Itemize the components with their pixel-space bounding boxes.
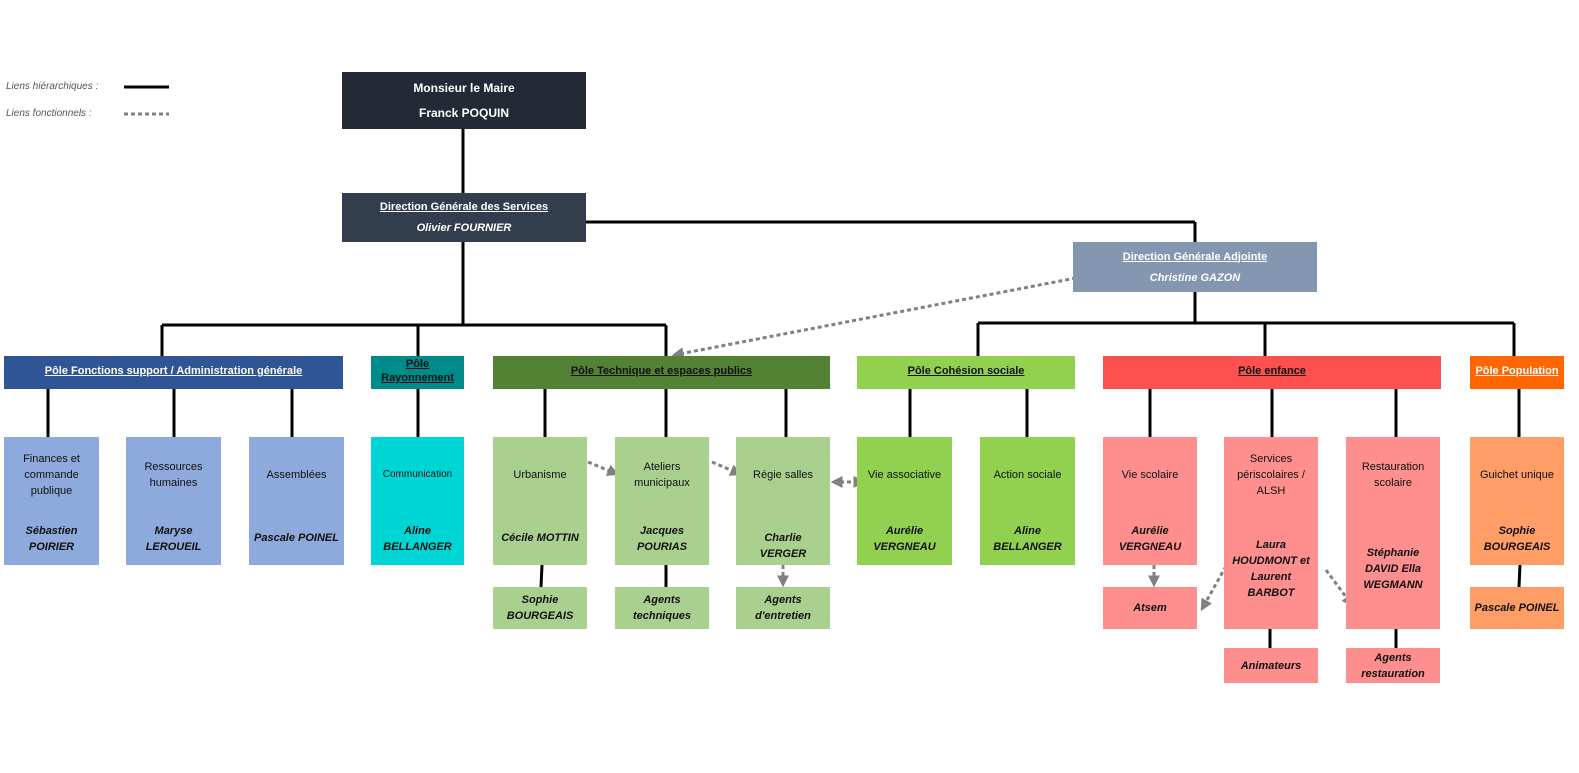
sub-urbanisme: Sophie BOURGEAIS bbox=[493, 587, 587, 629]
pole-support-header: Pôle Fonctions support / Administration … bbox=[4, 356, 343, 389]
dgs-name: Olivier FOURNIER bbox=[416, 221, 512, 234]
unit-ateliers-title: Ateliers municipaux bbox=[634, 461, 690, 489]
pole-population-title: Pôle Population bbox=[1475, 365, 1559, 377]
unit-communication: Communication Aline BELLANGER bbox=[371, 437, 464, 565]
sub-ateliers: Agents techniques bbox=[615, 587, 709, 629]
sub-vie-scolaire: Atsem bbox=[1103, 587, 1197, 629]
dgs-title: Direction Générale des Services bbox=[379, 201, 549, 214]
mayor-title: Monsieur le Maire bbox=[413, 81, 515, 96]
unit-finances-title: Finances et commande publique bbox=[23, 453, 80, 497]
unit-finances-name: Sébastien POIRIER bbox=[25, 525, 78, 553]
dgs-box: Direction Générale des Services Olivier … bbox=[342, 193, 586, 242]
unit-urbanisme-title: Urbanisme bbox=[513, 469, 567, 481]
pole-population-header: Pôle Population bbox=[1470, 356, 1564, 389]
unit-action-sociale-title: Action sociale bbox=[993, 469, 1062, 481]
unit-urbanisme-name: Cécile MOTTIN bbox=[501, 532, 579, 544]
pole-cohesion-header: Pôle Cohésion sociale bbox=[857, 356, 1075, 389]
sub-urbanisme-label: Sophie BOURGEAIS bbox=[506, 594, 574, 622]
unit-ateliers-name: Jacques POURIAS bbox=[636, 525, 688, 553]
unit-assemblees: Assemblées Pascale POINEL bbox=[249, 437, 344, 565]
sub-vie-scolaire-label: Atsem bbox=[1133, 602, 1167, 614]
unit-communication-title: Communication bbox=[382, 469, 453, 480]
unit-action-sociale-name: Aline BELLANGER bbox=[993, 525, 1062, 553]
dga-title: Direction Générale Adjointe bbox=[1122, 250, 1268, 263]
mayor-name: Franck POQUIN bbox=[418, 105, 510, 120]
pole-enfance-header: Pôle enfance bbox=[1103, 356, 1441, 389]
legend-functional-label: Liens fonctionnels : bbox=[6, 108, 92, 119]
sub-periscolaires-label: Animateurs bbox=[1240, 659, 1302, 672]
unit-rh-name: Maryse LEROUEIL bbox=[145, 525, 202, 553]
sub-guichet-label: Pascale POINEL bbox=[1474, 602, 1560, 614]
unit-guichet-name: Sophie BOURGEAIS bbox=[1483, 525, 1551, 553]
unit-vie-scolaire-name: Aurélie VERGNEAU bbox=[1118, 525, 1182, 553]
unit-restauration: Restauration scolaire Stéphanie DAVID El… bbox=[1346, 437, 1440, 629]
unit-vie-scolaire-title: Vie scolaire bbox=[1121, 469, 1179, 481]
pole-cohesion-title: Pôle Cohésion sociale bbox=[907, 365, 1025, 377]
unit-vie-scolaire: Vie scolaire Aurélie VERGNEAU bbox=[1103, 437, 1197, 565]
unit-ressources-humaines: Ressources humaines Maryse LEROUEIL bbox=[126, 437, 221, 565]
sub-ateliers-label: Agents techniques bbox=[632, 594, 692, 622]
pole-support-title: Pôle Fonctions support / Administration … bbox=[44, 365, 303, 377]
unit-periscolaires: Services périscolaires / ALSH Laura HOUD… bbox=[1224, 437, 1318, 629]
sub-guichet: Pascale POINEL bbox=[1470, 587, 1564, 629]
sub-restauration: Agents restauration bbox=[1346, 648, 1440, 683]
unit-restauration-title: Restauration scolaire bbox=[1361, 461, 1425, 489]
sub-regie: Agents d'entretien bbox=[736, 587, 830, 629]
unit-regie-name: Charlie VERGER bbox=[759, 532, 807, 560]
legend-hierarchical-label: Liens hiérarchiques : bbox=[6, 81, 99, 92]
unit-regie-salles: Régie salles Charlie VERGER bbox=[736, 437, 830, 565]
unit-urbanisme: Urbanisme Cécile MOTTIN bbox=[493, 437, 587, 565]
pole-rayonnement-title: Pôle Rayonnement bbox=[381, 358, 454, 384]
unit-guichet-title: Guichet unique bbox=[1480, 469, 1554, 481]
unit-regie-title: Régie salles bbox=[753, 469, 813, 481]
unit-assemblees-name: Pascale POINEL bbox=[254, 532, 339, 544]
unit-periscolaires-name: Laura HOUDMONT et Laurent BARBOT bbox=[1232, 539, 1310, 599]
dga-box: Direction Générale Adjointe Christine GA… bbox=[1073, 242, 1317, 292]
unit-rh-title: Ressources humaines bbox=[144, 461, 203, 489]
unit-vie-associative: Vie associative Aurélie VERGNEAU bbox=[857, 437, 952, 565]
unit-guichet-unique: Guichet unique Sophie BOURGEAIS bbox=[1470, 437, 1564, 565]
unit-vie-associative-name: Aurélie VERGNEAU bbox=[873, 525, 936, 553]
pole-technique-header: Pôle Technique et espaces publics bbox=[493, 356, 830, 389]
unit-action-sociale: Action sociale Aline BELLANGER bbox=[980, 437, 1075, 565]
unit-vie-associative-title: Vie associative bbox=[867, 469, 942, 481]
unit-assemblees-title: Assemblées bbox=[266, 469, 327, 481]
sub-regie-label: Agents d'entretien bbox=[755, 594, 811, 622]
unit-communication-name: Aline BELLANGER bbox=[383, 525, 452, 553]
sub-periscolaires: Animateurs bbox=[1224, 648, 1318, 683]
unit-periscolaires-title: Services périscolaires / ALSH bbox=[1237, 453, 1305, 497]
unit-restauration-name: Stéphanie DAVID Ella WEGMANN bbox=[1363, 547, 1423, 591]
pole-enfance-title: Pôle enfance bbox=[1238, 365, 1306, 377]
unit-finances: Finances et commande publique Sébastien … bbox=[4, 437, 99, 565]
mayor-box: Monsieur le Maire Franck POQUIN bbox=[342, 72, 586, 129]
sub-restauration-label: Agents restauration bbox=[1361, 651, 1425, 680]
pole-technique-title: Pôle Technique et espaces publics bbox=[570, 365, 753, 377]
hierarchical-links bbox=[46, 128, 1522, 648]
dga-name: Christine GAZON bbox=[1149, 271, 1241, 284]
pole-rayonnement-header: Pôle Rayonnement bbox=[371, 356, 464, 389]
unit-ateliers: Ateliers municipaux Jacques POURIAS bbox=[615, 437, 709, 565]
